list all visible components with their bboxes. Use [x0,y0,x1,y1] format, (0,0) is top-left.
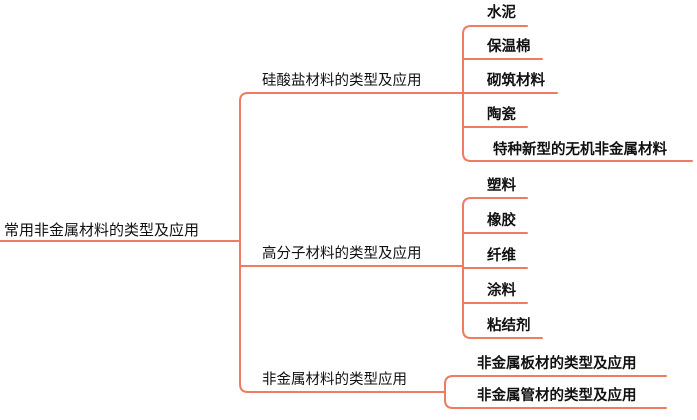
branch-trunk-line-2 [462,197,472,339]
leaf-node-label: 特种新型的无机非金属材料 [493,142,667,158]
leaf-node-label: 涂料 [487,283,516,299]
leaf-node-label: 粘结剂 [487,318,531,334]
leaf-node-label: 橡胶 [487,213,516,229]
leaf-node-label: 非金属板材的类型及应用 [477,356,637,372]
leaf-node-label: 砌筑材料 [487,73,545,89]
leaf-node-label: 水泥 [487,5,516,21]
branch-node-label: 高分子材料的类型及应用 [262,246,422,262]
leaf-node-label: 塑料 [487,178,516,194]
leaf-node-label: 纤维 [487,248,516,264]
branch-trunk-line-3 [444,375,454,409]
root-trunk-line [239,92,249,393]
branch-node-label: 硅酸盐材料的类型及应用 [262,73,422,89]
branch-trunk-line-1 [462,25,472,162]
leaf-node-label: 保温棉 [487,39,531,55]
leaf-node-label: 非金属管材的类型及应用 [477,388,637,404]
leaf-node-label: 陶瓷 [487,107,516,123]
branch-node-label: 非金属材料的类型应用 [262,372,407,388]
root-node-label: 常用非金属材料的类型及应用 [4,221,200,239]
